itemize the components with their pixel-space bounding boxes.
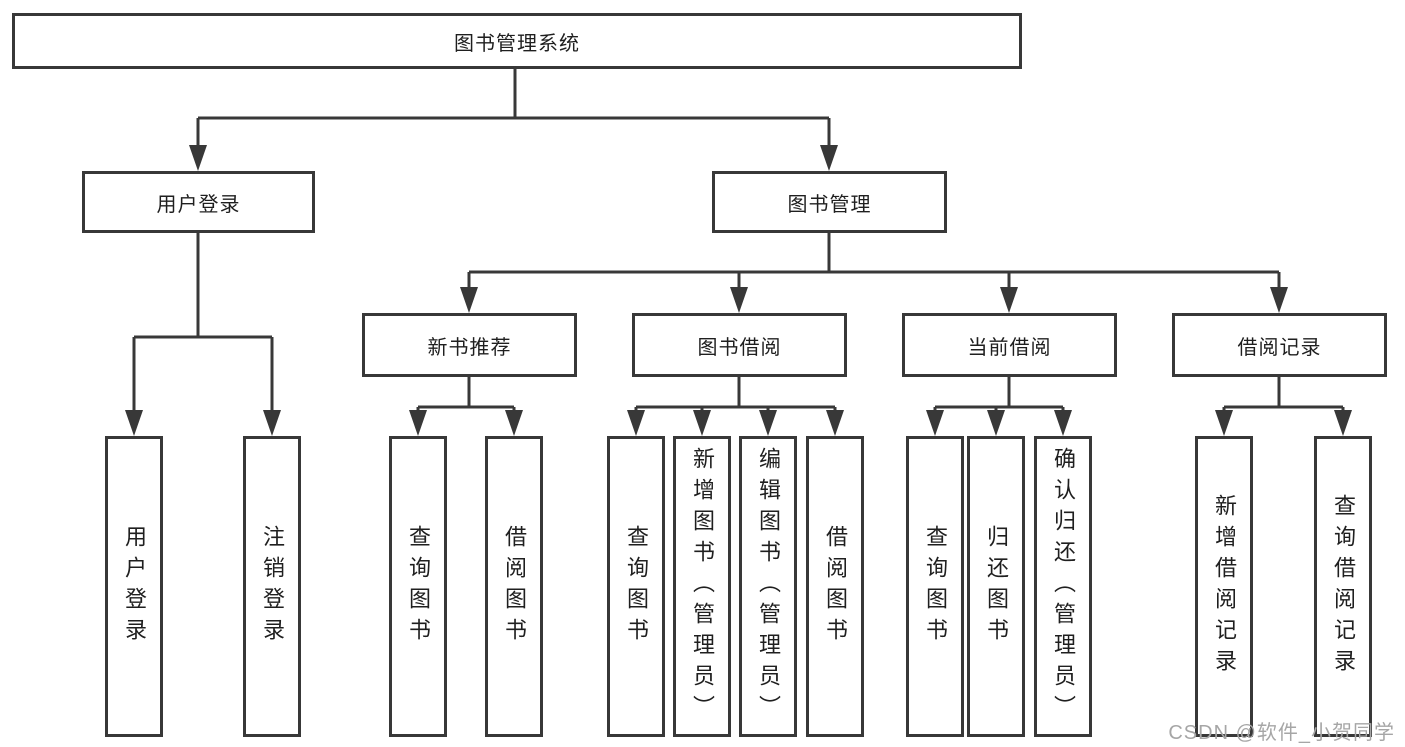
- node-book-management: 图书管理: [712, 171, 947, 233]
- leaf-add-book-admin: 新增图书︵管理员︶: [673, 436, 731, 737]
- node-borrowing-records: 借阅记录: [1172, 313, 1387, 377]
- node-label: 图书管理系统: [454, 32, 580, 55]
- node-label: 当前借阅: [967, 336, 1052, 359]
- node-label: 查询图书: [923, 524, 948, 649]
- leaf-query-books-borrowing: 查询图书: [607, 436, 665, 737]
- leaf-return-book: 归还图书: [967, 436, 1025, 737]
- leaf-edit-book-admin: 编辑图书︵管理员︶: [739, 436, 797, 737]
- node-new-book-recommendation: 新书推荐: [362, 313, 577, 377]
- node-user-login: 用户登录: [82, 171, 315, 233]
- node-label: 新增借阅记录: [1212, 493, 1237, 680]
- leaf-query-books-recommend: 查询图书: [389, 436, 447, 737]
- node-label: 查询图书: [624, 524, 649, 649]
- leaf-query-books-current: 查询图书: [906, 436, 964, 737]
- node-label: 查询图书: [406, 524, 431, 649]
- node-label: 用户登录: [156, 193, 241, 216]
- node-label: 用户登录: [122, 524, 147, 649]
- leaf-query-borrow-record: 查询借阅记录: [1314, 436, 1372, 737]
- node-label: 归还图书: [984, 524, 1009, 649]
- node-book-borrowing: 图书借阅: [632, 313, 847, 377]
- leaf-borrow-books-borrowing: 借阅图书: [806, 436, 864, 737]
- node-label: 新书推荐: [427, 336, 512, 359]
- leaf-user-login: 用户登录: [105, 436, 163, 737]
- leaf-confirm-return-admin: 确认归还︵管理员︶: [1034, 436, 1092, 737]
- watermark: CSDN @软件_小贺同学: [1168, 722, 1395, 744]
- node-label: 查询借阅记录: [1331, 493, 1356, 680]
- node-current-borrowing: 当前借阅: [902, 313, 1117, 377]
- leaf-borrow-books-recommend: 借阅图书: [485, 436, 543, 737]
- leaf-logout: 注销登录: [243, 436, 301, 737]
- node-label: 图书管理: [787, 193, 872, 216]
- node-label: 借阅记录: [1237, 336, 1322, 359]
- node-label: 注销登录: [260, 524, 285, 649]
- node-label: 图书借阅: [697, 336, 782, 359]
- node-label: 借阅图书: [823, 524, 848, 649]
- node-label: 借阅图书: [502, 524, 527, 649]
- leaf-add-borrow-record: 新增借阅记录: [1195, 436, 1253, 737]
- node-label: 确认归还︵管理员︶: [1051, 447, 1076, 726]
- node-library-management-system: 图书管理系统: [12, 13, 1022, 69]
- node-label: 新增图书︵管理员︶: [690, 447, 715, 726]
- node-label: 编辑图书︵管理员︶: [756, 447, 781, 726]
